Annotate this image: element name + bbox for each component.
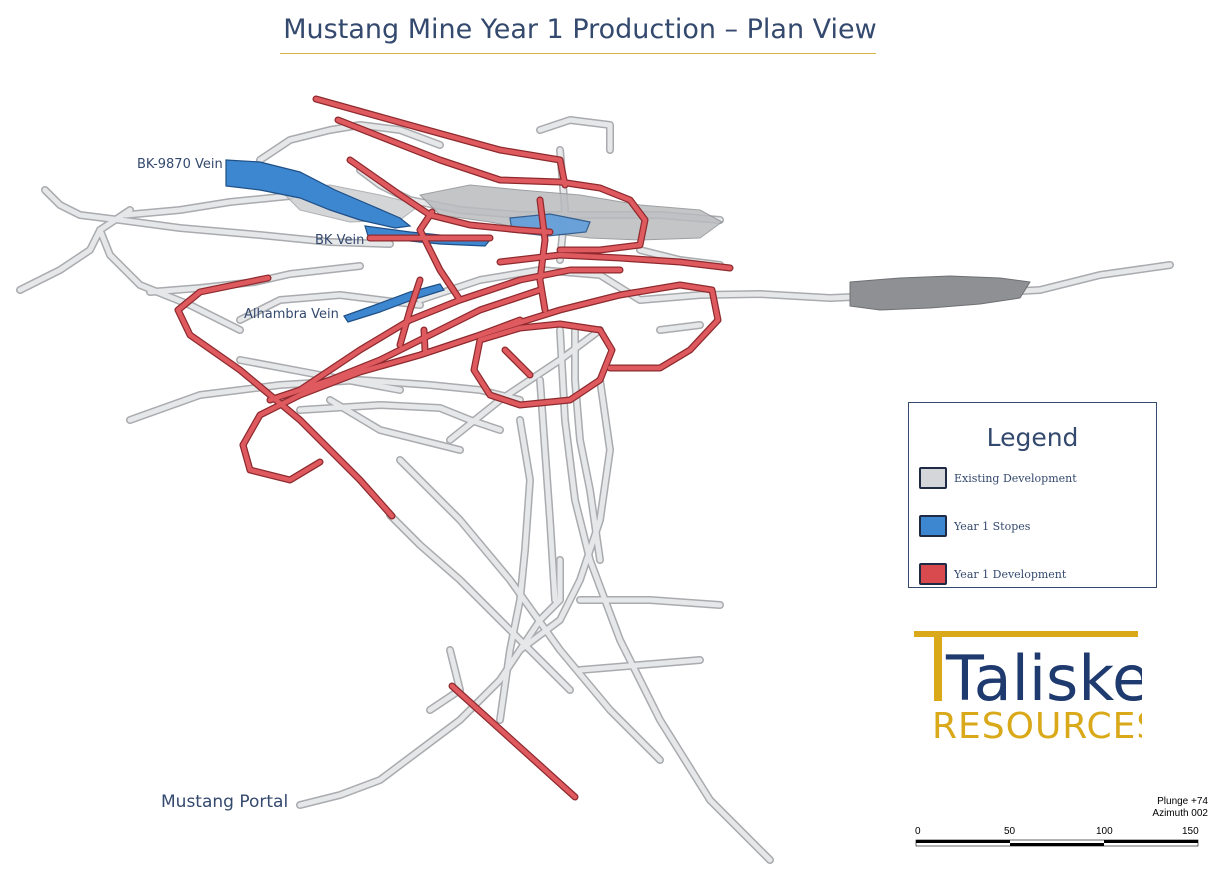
legend-item-existing: Existing Development <box>919 465 1077 491</box>
legend-label-stopes: Year 1 Stopes <box>954 519 1031 533</box>
stope-alhambra <box>343 283 445 323</box>
talisker-resources-logo: Talisker RESOURCES <box>914 631 1142 743</box>
plunge-text: Plunge +74 <box>1157 796 1208 807</box>
legend-swatch-stopes <box>919 515 947 537</box>
year1-development-layer <box>174 95 734 801</box>
mustang-portal-label: Mustang Portal <box>161 792 289 812</box>
page-title: Mustang Mine Year 1 Production – Plan Vi… <box>283 14 877 45</box>
bk-vein-label: BK Vein <box>315 233 365 248</box>
azimuth-text: Azimuth 002 <box>1152 808 1208 819</box>
legend-box: Legend Existing Development Year 1 Stope… <box>908 402 1157 588</box>
legend-title: Legend <box>986 423 1079 452</box>
legend-swatch-existing <box>919 467 947 489</box>
alhambra-vein-label: Alhambra Vein <box>244 307 339 322</box>
legend-swatch-development <box>919 563 947 585</box>
stope-bk9870 <box>225 159 412 229</box>
scale-tick-150: 150 <box>1182 826 1199 837</box>
orientation-info: Plunge +74 Azimuth 002 <box>1118 796 1208 820</box>
logo-word-resources: RESOURCES <box>932 706 1142 743</box>
legend-item-stopes: Year 1 Stopes <box>919 513 1030 539</box>
scale-tick-100: 100 <box>1096 826 1113 837</box>
scale-tick-0: 0 <box>915 826 921 837</box>
scale-bar: 0 50 100 150 <box>910 826 1210 856</box>
logo-word-talisker: Talisker <box>945 642 1142 715</box>
title-underline <box>280 53 876 54</box>
legend-label-existing: Existing Development <box>954 471 1077 485</box>
existing-stope-east <box>849 275 1031 311</box>
existing-development-layer <box>16 116 1174 864</box>
bk9870-vein-label: BK-9870 Vein <box>137 157 223 172</box>
scale-tick-50: 50 <box>1004 826 1016 837</box>
legend-item-development: Year 1 Development <box>919 561 1066 587</box>
legend-label-development: Year 1 Development <box>954 567 1067 581</box>
